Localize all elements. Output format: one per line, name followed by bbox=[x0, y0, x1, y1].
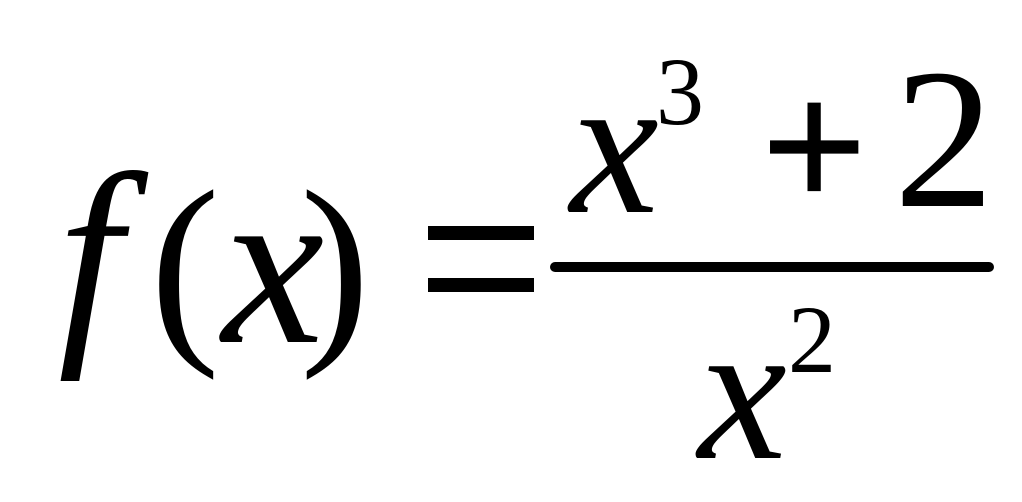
equals-sign-bottom-bar bbox=[428, 278, 534, 292]
open-parenthesis: ( bbox=[150, 149, 220, 381]
fraction-bar bbox=[550, 262, 994, 272]
equals-sign-top-bar bbox=[428, 226, 534, 240]
math-formula: f ( x ) x 3 + 2 x 2 bbox=[58, 29, 994, 502]
numerator-exponent: 3 bbox=[656, 38, 704, 145]
numerator-constant: 2 bbox=[894, 29, 994, 250]
denominator-exponent: 2 bbox=[788, 286, 836, 393]
function-argument: x bbox=[222, 137, 325, 392]
function-name: f bbox=[58, 127, 122, 382]
close-parenthesis: ) bbox=[300, 149, 370, 381]
plus-operator: + bbox=[760, 42, 869, 252]
numerator-base: x bbox=[570, 35, 659, 256]
denominator-base: x bbox=[698, 281, 787, 502]
